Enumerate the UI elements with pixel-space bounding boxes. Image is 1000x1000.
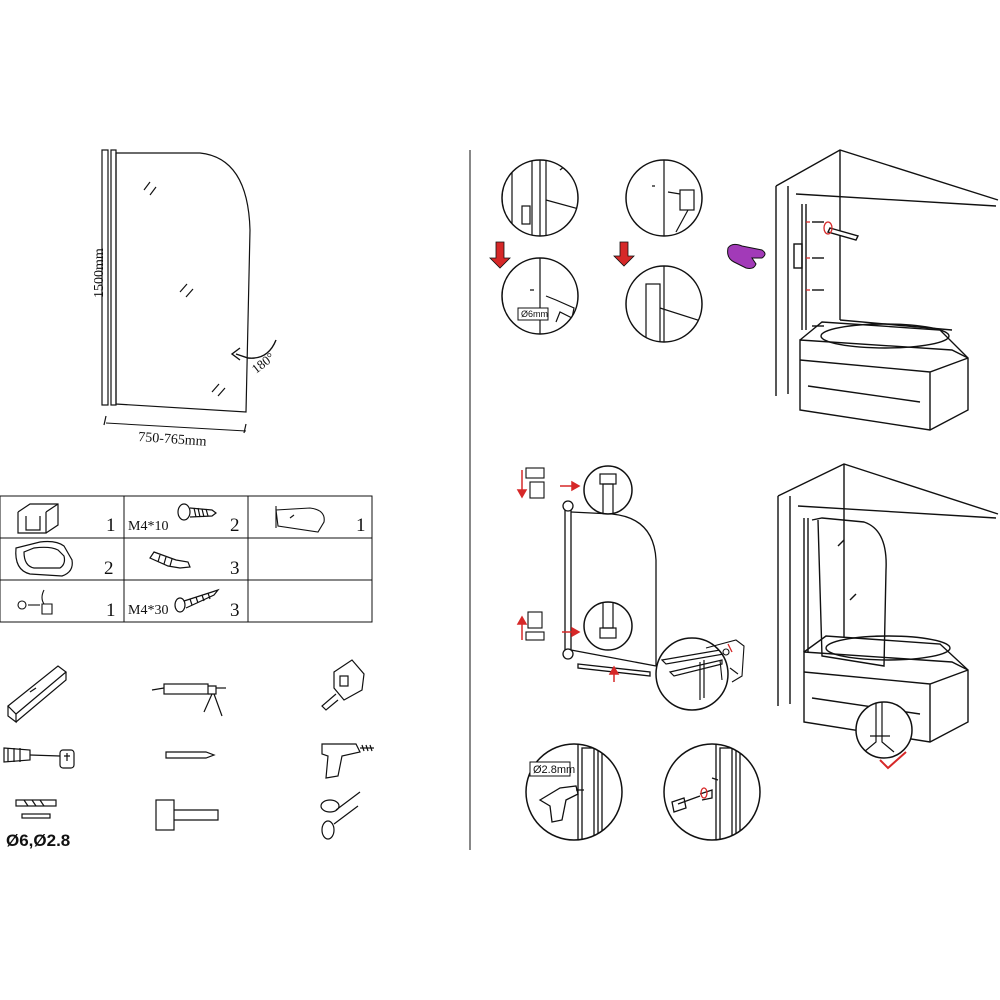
seal-strip-icon	[17, 589, 53, 615]
drill-bits-icon	[15, 799, 57, 819]
part-label-screw: M4*10	[128, 519, 168, 534]
height-dimension: 1500mm	[92, 248, 107, 298]
screw-icon	[177, 503, 217, 521]
bottom-seal-detail	[855, 701, 913, 759]
spirit-level-icon	[7, 665, 67, 724]
red-arrows-step-2	[516, 470, 620, 682]
seal-cutting-detail	[705, 639, 745, 683]
part-qty-seal-strip: 1	[106, 600, 116, 621]
part-qty-glass-panel: 1	[356, 515, 366, 536]
check-mark-icon	[879, 751, 907, 770]
profile-screwing-detail	[663, 743, 761, 841]
top-cap-detail	[583, 465, 633, 515]
profile-drill-size: Ø2.8mm	[533, 764, 575, 776]
panel-assembly	[562, 500, 657, 677]
caulking-gun-icon	[151, 683, 226, 717]
step-arrow-red-1	[489, 241, 511, 269]
part-qty-long-screw: 3	[230, 600, 240, 621]
pencil-icon	[165, 751, 216, 759]
pointing-hand-icon	[727, 243, 766, 269]
power-drill-icon	[321, 743, 374, 779]
top-cap-small	[525, 467, 545, 499]
seal-strip-detail	[655, 637, 729, 711]
hammer-icon	[155, 799, 219, 831]
wall-profile-icon	[17, 503, 59, 534]
wall-drilling-detail: Ø6mm	[501, 257, 579, 335]
plug-hammer-detail	[625, 159, 703, 237]
part-qty-wall-profile: 1	[106, 515, 116, 536]
red-marks-scene-1	[806, 221, 833, 291]
bathroom-scene-1	[775, 149, 999, 431]
end-cap-icon	[15, 540, 73, 577]
drill-bits-sizes: Ø6,Ø2.8	[6, 831, 70, 850]
bottom-cap-detail	[583, 601, 633, 651]
tape-measure-icon	[321, 659, 365, 711]
profile-drilling-detail: Ø2.8mm	[525, 743, 623, 841]
width-dimension: 750-765mm	[138, 430, 207, 450]
long-screw-icon	[174, 588, 220, 613]
wall-plug-icon	[149, 551, 191, 569]
part-qty-screw: 2	[230, 515, 240, 536]
scissors-icon	[320, 791, 361, 840]
scene-1-marks	[812, 221, 860, 327]
profile-screw-detail	[625, 265, 703, 343]
red-mark-seal	[727, 643, 733, 653]
panel-dimension-drawing	[101, 149, 277, 434]
rotation-label: 180°	[249, 349, 278, 376]
part-qty-wall-plug: 3	[230, 558, 240, 579]
screwdriver-icon	[3, 747, 75, 769]
wall-drill-size: Ø6mm	[521, 309, 548, 319]
part-label-long-screw: M4*30	[128, 603, 168, 618]
bottom-cap-small	[525, 611, 545, 641]
parts-table	[0, 495, 373, 623]
step-arrow-red-2	[613, 241, 635, 267]
part-qty-end-cap: 2	[104, 558, 114, 579]
bathroom-scene-2	[777, 463, 999, 743]
wall-marking-detail	[501, 159, 579, 237]
glass-panel-icon	[275, 506, 325, 533]
